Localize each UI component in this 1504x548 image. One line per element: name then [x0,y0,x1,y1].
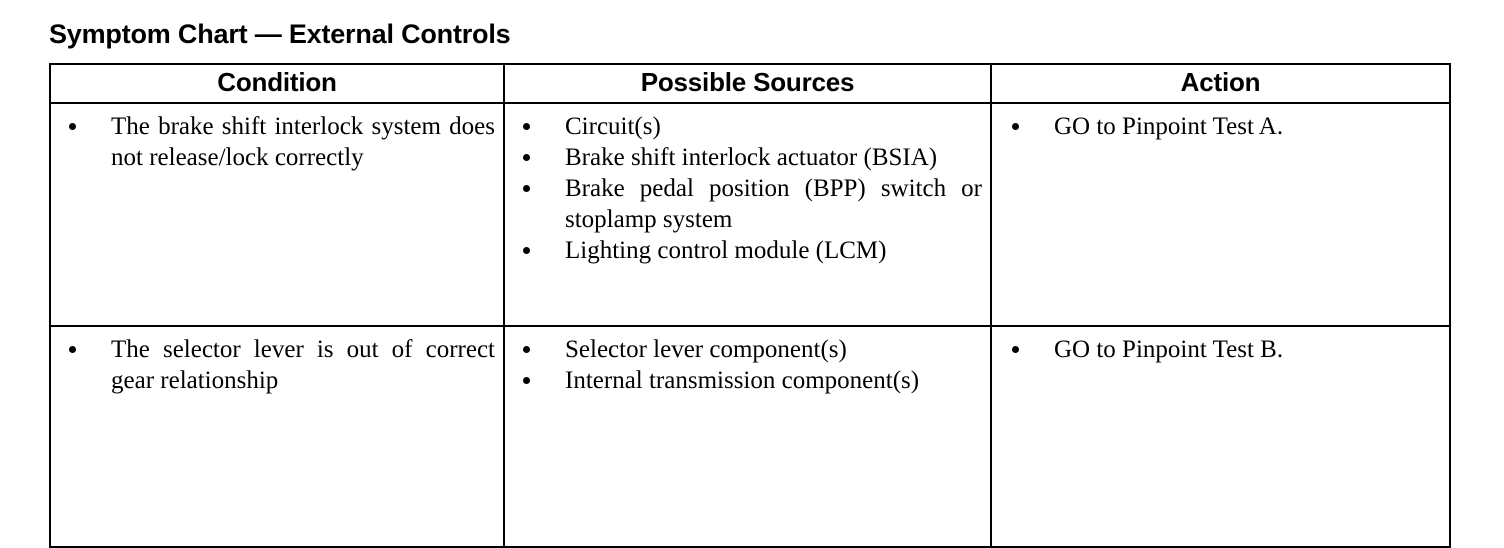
action-list: GO to Pinpoint Test B. [996,334,1441,365]
list-item: The selector lever is out of correct gea… [55,334,495,396]
bullet-icon [69,346,76,353]
list-item: GO to Pinpoint Test A. [996,111,1441,142]
list-item: Selector lever component(s) [509,334,982,365]
list-item-label: Brake shift interlock actuator (BSIA) [565,144,938,171]
bullet-icon [523,346,530,353]
column-header-action: Action [990,63,1451,104]
list-item: Brake pedal position (BPP) switch or sto… [509,173,982,235]
list-item: The brake shift interlock system does no… [55,111,495,173]
symptom-chart-table: Condition Possible Sources Action The br… [49,63,1451,548]
list-item-label: GO to Pinpoint Test A. [1054,113,1284,140]
list-item-label: The selector lever is out of correct gea… [111,336,495,394]
list-item-label: Internal transmission component(s) [565,367,920,394]
list-item: Lighting control module (LCM) [509,235,982,266]
list-item: Brake shift interlock actuator (BSIA) [509,142,982,173]
symptom-chart-page: Symptom Chart — External Controls Condit… [49,19,1451,548]
bullet-icon [523,123,530,130]
action-list: GO to Pinpoint Test A. [996,111,1441,142]
table-row: The brake shift interlock system does no… [49,102,1451,327]
column-header-condition: Condition [49,63,505,104]
cell-condition: The brake shift interlock system does no… [49,102,505,327]
bullet-icon [523,185,530,192]
bullet-icon [523,377,530,384]
bullet-icon [523,154,530,161]
cell-action: GO to Pinpoint Test A. [990,102,1451,327]
bullet-icon [69,123,76,130]
condition-list: The selector lever is out of correct gea… [55,334,495,396]
list-item-label: Lighting control module (LCM) [565,237,887,264]
bullet-icon [523,247,530,254]
condition-list: The brake shift interlock system does no… [55,111,495,173]
list-item: Circuit(s) [509,111,982,142]
table-header-row: Condition Possible Sources Action [49,63,1451,104]
list-item-label: Brake pedal position (BPP) switch or sto… [565,175,982,233]
cell-action: GO to Pinpoint Test B. [990,325,1451,548]
bullet-icon [1012,346,1019,353]
table-body: The brake shift interlock system does no… [49,102,1451,548]
cell-possible-sources: Circuit(s) Brake shift interlock actuato… [503,102,992,327]
list-item-label: GO to Pinpoint Test B. [1054,336,1284,363]
bullet-icon [1012,123,1019,130]
table-header: Condition Possible Sources Action [49,63,1451,104]
list-item-label: Selector lever component(s) [565,336,847,363]
sources-list: Selector lever component(s) Internal tra… [509,334,982,396]
cell-condition: The selector lever is out of correct gea… [49,325,505,548]
page-title: Symptom Chart — External Controls [49,19,511,49]
table-row: The selector lever is out of correct gea… [49,325,1451,548]
list-item-label: Circuit(s) [565,113,661,140]
list-item: GO to Pinpoint Test B. [996,334,1441,365]
sources-list: Circuit(s) Brake shift interlock actuato… [509,111,982,266]
list-item-label: The brake shift interlock system does no… [111,113,495,171]
column-header-possible-sources: Possible Sources [503,63,992,104]
list-item: Internal transmission component(s) [509,365,982,396]
cell-possible-sources: Selector lever component(s) Internal tra… [503,325,992,548]
